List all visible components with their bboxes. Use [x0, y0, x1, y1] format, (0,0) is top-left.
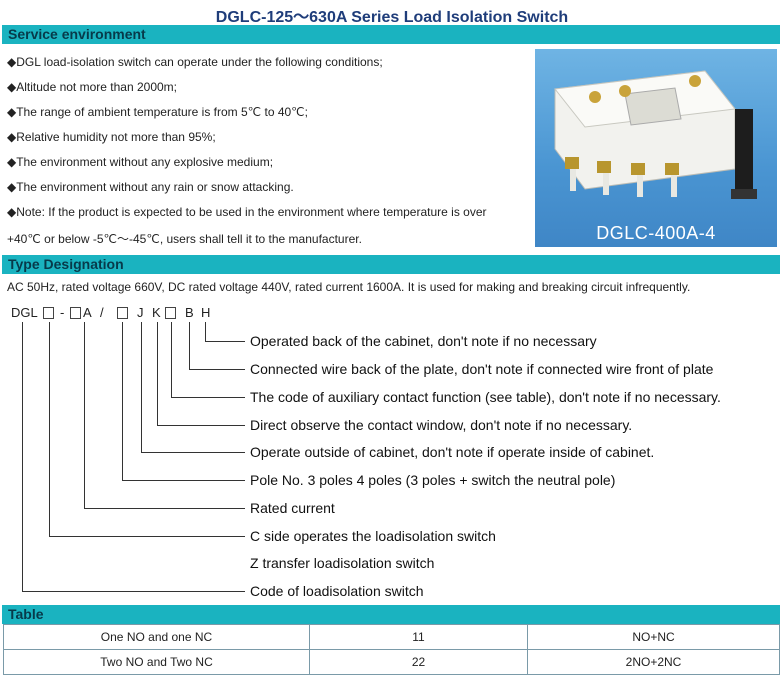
- type-intro: AC 50Hz, rated voltage 660V, DC rated vo…: [7, 280, 691, 294]
- table-cell: NO+NC: [527, 624, 780, 650]
- desc-c-side: C side operates the loadisolation switch: [250, 528, 496, 544]
- service-item: ◆Altitude not more than 2000m;: [7, 80, 177, 94]
- desc-code: Code of loadisolation switch: [250, 583, 424, 599]
- code-k: K: [152, 305, 161, 320]
- desc-back-cabinet: Operated back of the cabinet, don't note…: [250, 333, 597, 349]
- code-h: H: [201, 305, 211, 320]
- code-b: B: [185, 305, 194, 320]
- desc-wire-back: Connected wire back of the plate, don't …: [250, 361, 714, 377]
- section-header-table: Table: [2, 605, 780, 624]
- table-cell: 22: [309, 649, 528, 675]
- code-slash: /: [100, 305, 104, 320]
- service-item: +40℃ or below -5℃～-45℃, users shall tell…: [7, 232, 362, 246]
- service-item: ◆DGL load-isolation switch can operate u…: [7, 55, 383, 69]
- service-item: ◆Note: If the product is expected to be …: [7, 205, 487, 219]
- code-a: A: [83, 305, 92, 320]
- photo-caption: DGLC-400A-4: [596, 223, 716, 243]
- section-header-service: Service environment: [2, 25, 780, 44]
- desc-outside-cabinet: Operate outside of cabinet, don't note i…: [250, 444, 655, 460]
- code-j: J: [137, 305, 144, 320]
- code-dgl: DGL: [11, 305, 38, 320]
- code-box: [165, 307, 176, 319]
- service-item: ◆Relative humidity not more than 95%;: [7, 130, 216, 144]
- contact-table: One NO and one NC 11 NO+NC Two NO and Tw…: [3, 624, 780, 675]
- desc-pole-no: Pole No. 3 poles 4 poles (3 poles + swit…: [250, 472, 616, 488]
- desc-auxiliary-contact: The code of auxiliary contact function (…: [250, 389, 721, 405]
- switch-illustration: [554, 70, 757, 199]
- desc-contact-window: Direct observe the contact window, don't…: [250, 417, 633, 433]
- table-row: One NO and one NC 11 NO+NC: [3, 624, 780, 650]
- section-header-type: Type Designation: [2, 255, 780, 274]
- code-dash: -: [60, 305, 65, 320]
- code-box: [43, 307, 54, 319]
- product-photo: DGLC-400A-4: [535, 49, 777, 247]
- code-box: [70, 307, 81, 319]
- service-item: ◆The range of ambient temperature is fro…: [7, 105, 308, 119]
- desc-rated-current: Rated current: [250, 500, 335, 516]
- code-box: [117, 307, 128, 319]
- service-item: ◆The environment without any explosive m…: [7, 155, 274, 169]
- desc-z-transfer: Z transfer loadisolation switch: [250, 555, 435, 571]
- service-item: ◆The environment without any rain or sno…: [7, 180, 294, 194]
- table-cell: One NO and one NC: [3, 624, 310, 650]
- table-cell: 2NO+2NC: [527, 649, 780, 675]
- table-row: Two NO and Two NC 22 2NO+2NC: [3, 649, 780, 675]
- table-cell: 11: [309, 624, 528, 650]
- table-cell: Two NO and Two NC: [3, 649, 310, 675]
- page-title: DGLC-125～630A Series Load Isolation Swit…: [215, 9, 569, 26]
